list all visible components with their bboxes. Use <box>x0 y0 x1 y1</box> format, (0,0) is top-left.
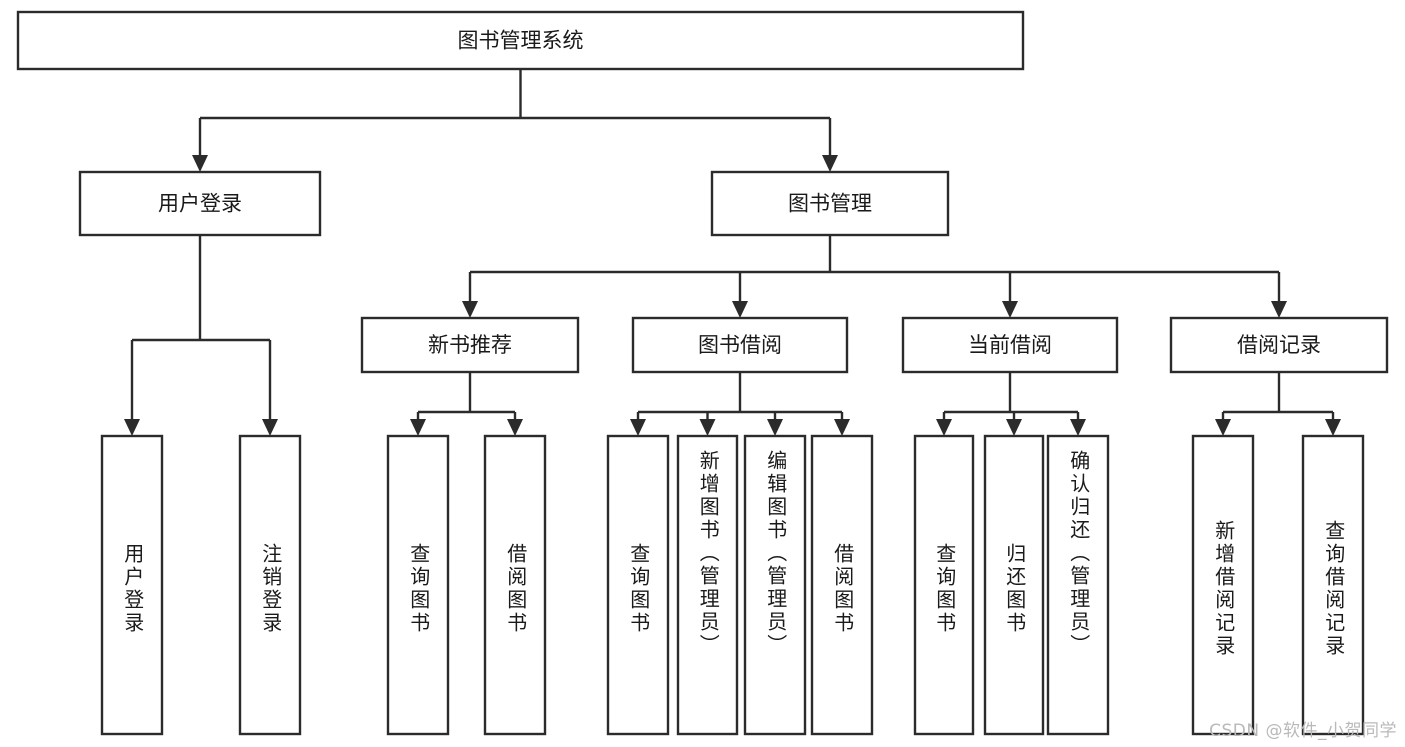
arrow-to-leaf-query-book-borrow <box>630 419 646 436</box>
node-label-root: 图书管理系统 <box>458 29 584 53</box>
arrow-to-leaf-return-book <box>1006 419 1022 436</box>
node-box-book-borrow[interactable] <box>631 316 849 374</box>
node-box-leaf-query-book-current[interactable] <box>913 434 975 736</box>
arrow-to-leaf-query-book-recommend <box>410 419 426 436</box>
node-box-leaf-add-book[interactable] <box>676 434 739 736</box>
node-box-leaf-query-book-borrow[interactable] <box>606 434 670 736</box>
arrow-to-leaf-confirm-return <box>1070 419 1086 436</box>
arrow-to-leaf-borrow-book-recommend <box>507 419 523 436</box>
node-box-user-login[interactable] <box>78 170 322 237</box>
node-box-leaf-confirm-return[interactable] <box>1046 434 1110 736</box>
arrow-to-leaf-add-book <box>699 419 716 436</box>
arrow-to-current-borrow <box>1002 301 1018 318</box>
arrow-to-leaf-user-login <box>124 419 140 436</box>
node-box-book-manage[interactable] <box>710 170 950 237</box>
arrow-to-book-manage <box>822 155 838 172</box>
arrow-to-user-login <box>192 155 208 172</box>
node-box-leaf-query-book-recommend[interactable] <box>386 434 450 736</box>
node-box-root[interactable] <box>16 10 1025 71</box>
arrow-to-leaf-add-borrow-record <box>1215 419 1231 436</box>
arrow-to-borrow-record <box>1271 301 1287 318</box>
node-label-new-book-recommend: 新书推荐 <box>428 333 512 357</box>
arrow-to-leaf-edit-book <box>767 419 783 436</box>
arrow-to-leaf-query-book-current <box>936 419 952 436</box>
node-box-leaf-user-logout[interactable] <box>238 434 302 736</box>
arrow-to-book-borrow <box>732 301 748 318</box>
node-box-leaf-query-borrow-record[interactable] <box>1301 434 1365 736</box>
node-box-layer <box>16 10 1389 736</box>
node-label-borrow-record: 借阅记录 <box>1237 333 1321 357</box>
node-box-leaf-add-borrow-record[interactable] <box>1191 434 1255 736</box>
node-box-new-book-recommend[interactable] <box>360 316 580 374</box>
node-label-book-manage: 图书管理 <box>788 192 872 216</box>
connector-layer <box>124 69 1341 436</box>
node-box-current-borrow[interactable] <box>901 316 1119 374</box>
node-label-book-borrow: 图书借阅 <box>698 333 782 357</box>
node-box-leaf-return-book[interactable] <box>983 434 1045 736</box>
watermark-text: CSDN @软件_小贺同学 <box>1209 721 1397 741</box>
node-box-leaf-user-login[interactable] <box>100 434 164 736</box>
arrow-to-leaf-query-borrow-record <box>1325 419 1341 436</box>
node-box-borrow-record[interactable] <box>1169 316 1389 374</box>
arrow-to-leaf-borrow-book <box>834 419 850 436</box>
node-box-leaf-borrow-book[interactable] <box>810 434 874 736</box>
node-box-leaf-borrow-book-recommend[interactable] <box>483 434 547 736</box>
arrow-to-leaf-user-logout <box>262 419 278 436</box>
arrow-to-new-book-recommend <box>462 301 478 318</box>
node-label-user-login: 用户登录 <box>158 192 242 216</box>
node-label-current-borrow: 当前借阅 <box>968 333 1052 357</box>
node-box-leaf-edit-book[interactable] <box>743 434 807 736</box>
